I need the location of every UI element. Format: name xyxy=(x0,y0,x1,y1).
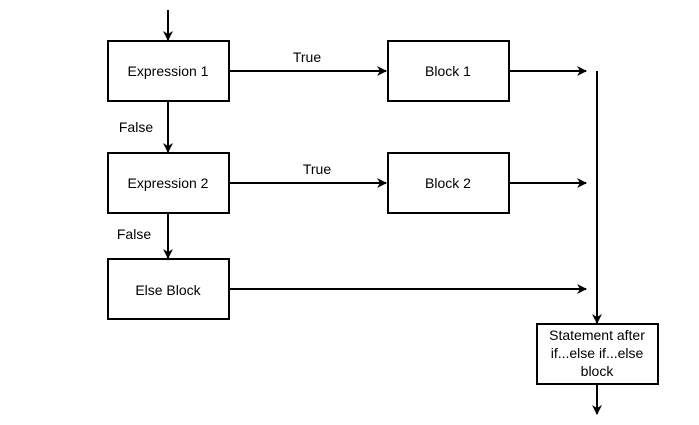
nodes: Expression 1 Block 1 Expression 2 Block … xyxy=(107,40,659,385)
expression1-node: Expression 1 xyxy=(107,40,230,102)
expression2-label: Expression 2 xyxy=(128,175,209,191)
expr1-true-label: True xyxy=(293,49,321,65)
statement-after-line-2: if...else if...else xyxy=(551,345,644,361)
expr2-true-label: True xyxy=(303,161,331,177)
expr2-false-label: False xyxy=(117,226,151,242)
else-block-label: Else Block xyxy=(135,282,201,298)
block2-node: Block 2 xyxy=(387,152,510,214)
edge-labels: True False True False xyxy=(117,49,331,242)
edges xyxy=(163,10,602,415)
block1-node: Block 1 xyxy=(387,40,510,102)
statement-after-node: Statement after if...else if...else bloc… xyxy=(536,323,659,385)
statement-after-line-1: Statement after xyxy=(549,327,645,343)
expression1-label: Expression 1 xyxy=(128,63,209,79)
expr1-false-label: False xyxy=(119,119,153,135)
block2-label: Block 2 xyxy=(425,175,471,191)
expression2-node: Expression 2 xyxy=(107,152,230,214)
block1-label: Block 1 xyxy=(425,63,471,79)
else-block-node: Else Block xyxy=(107,258,230,320)
statement-after-line-3: block xyxy=(581,363,615,379)
